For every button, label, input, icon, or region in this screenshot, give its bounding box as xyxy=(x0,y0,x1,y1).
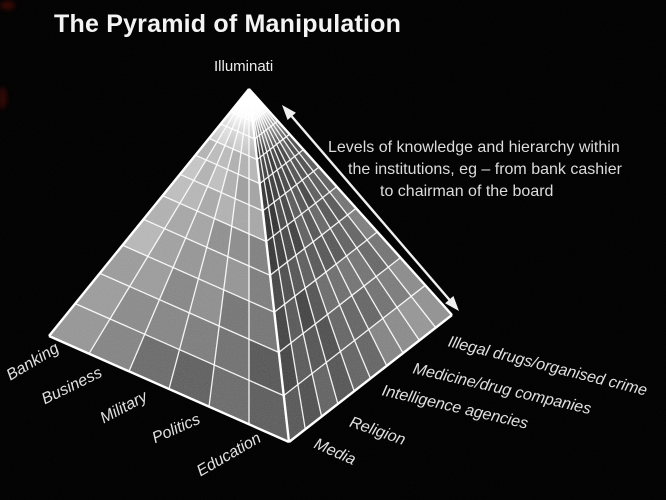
page-title: The Pyramid of Manipulation xyxy=(54,10,402,38)
annotation-line: to chairman of the board xyxy=(380,183,554,200)
apex-glow xyxy=(191,89,307,155)
annotation-line: Levels of knowledge and hierarchy within xyxy=(328,139,620,156)
apex-label-illuminati: Illuminati xyxy=(214,58,274,75)
scan-artifact xyxy=(0,87,7,109)
annotation-line: the institutions, eg – from bank cashier xyxy=(348,161,622,178)
scan-artifact xyxy=(0,1,15,10)
levels-arrow-icon xyxy=(282,105,459,311)
levels-annotation: Levels of knowledge and hierarchy within… xyxy=(328,137,622,203)
